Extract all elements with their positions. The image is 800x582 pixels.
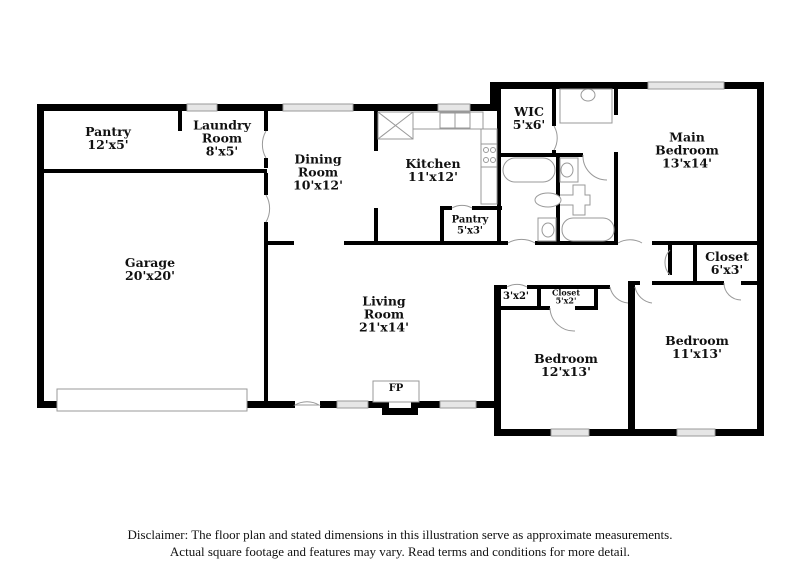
- room-dims: 5'x6': [512, 117, 546, 132]
- room-name: Pantry: [85, 123, 131, 139]
- room-name-line2: Room: [201, 130, 243, 146]
- room-name: Pantry: [451, 214, 489, 226]
- fireplace-hearth: [372, 380, 420, 403]
- room-name: Kitchen: [405, 155, 461, 171]
- room-label-closet-5x2: Closet 5'x2': [551, 287, 581, 306]
- room-label-laundry: Laundry Room 8'x5': [193, 117, 251, 159]
- room-label-pantry-large: Pantry 12'x5': [85, 125, 131, 151]
- room-dims: 5'x3': [456, 225, 484, 236]
- room-name: Garage: [124, 254, 176, 270]
- garage-door: [56, 388, 248, 412]
- room-name: WIC: [514, 103, 544, 119]
- room-label-pantry-small: Pantry 5'x3': [451, 214, 489, 237]
- room-label-kitchen: Kitchen 11'x12': [405, 157, 460, 183]
- room-name: Closet: [551, 287, 581, 298]
- room-dims: 3'x2': [502, 290, 530, 302]
- room-dims: 12'x5': [87, 137, 129, 152]
- room-label-main-bedroom: Main Bedroom 13'x14': [655, 129, 719, 171]
- stove: [480, 143, 498, 168]
- room-name-line2: Room: [363, 306, 405, 322]
- toilet: [560, 184, 591, 216]
- room-name: Closet: [705, 248, 749, 264]
- fireplace-text: FP: [388, 382, 404, 394]
- fireplace-label: FP: [388, 382, 404, 395]
- windows: [186, 81, 725, 437]
- room-label-bedroom-3: Bedroom 11'x13': [665, 334, 729, 360]
- room-name-line2: Bedroom: [655, 142, 719, 158]
- room-name: Main: [669, 129, 705, 145]
- room-dims: 5'x2': [555, 296, 577, 306]
- bathtub-2: [561, 217, 615, 242]
- disclaimer-line-1: Disclaimer: The floor plan and stated di…: [127, 527, 673, 542]
- room-dims: 6'x3': [710, 262, 744, 277]
- disclaimer: Disclaimer: The floor plan and stated di…: [0, 526, 800, 560]
- room-dims: 11'x13': [672, 346, 722, 361]
- room-name: Bedroom: [665, 332, 729, 348]
- room-dims: 20'x20': [125, 268, 175, 283]
- room-name: Living: [362, 293, 406, 309]
- room-dims: 8'x5': [205, 143, 239, 159]
- room-name-line2: Room: [297, 164, 339, 180]
- room-label-garage: Garage 20'x20': [125, 256, 175, 282]
- room-label-closet-3x2: 3'x2': [502, 290, 530, 303]
- room-dims: 11'x12': [408, 169, 458, 184]
- room-dims: 10'x12': [293, 177, 343, 193]
- room-label-wic: WIC 5'x6': [513, 105, 546, 131]
- disclaimer-line-2: Actual square footage and features may v…: [169, 544, 631, 559]
- room-label-dining: Dining Room 10'x12': [293, 151, 343, 193]
- bathtub-1: [502, 157, 556, 183]
- room-label-bedroom-2: Bedroom 12'x13': [534, 352, 598, 378]
- door-swings: [261, 125, 742, 406]
- room-dims: 12'x13': [541, 364, 591, 379]
- room-name: Dining: [294, 151, 342, 167]
- room-label-closet-6x3: Closet 6'x3': [705, 250, 749, 276]
- fixtures: [56, 88, 615, 412]
- room-name: Bedroom: [534, 350, 598, 366]
- room-name: Laundry: [193, 117, 251, 133]
- room-dims: 21'x14': [359, 319, 409, 335]
- room-label-living: Living Room 21'x14': [359, 293, 409, 335]
- room-dims: 13'x14': [662, 155, 712, 171]
